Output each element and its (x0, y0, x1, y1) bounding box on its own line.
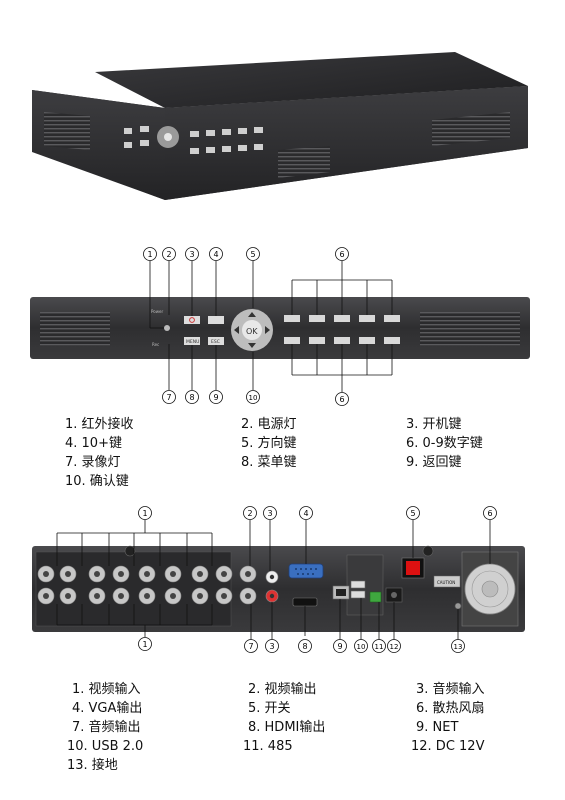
svg-text:7: 7 (248, 642, 253, 651)
legend-item: 8. HDMI输出 (248, 720, 326, 735)
svg-text:MENU: MENU (186, 339, 199, 345)
svg-text:4: 4 (303, 509, 308, 518)
front-callouts: 1 2 3 4 5 6 7 8 9 10 6 (143, 247, 349, 406)
legend-item: 2. 视频输出 (248, 682, 317, 697)
legend-item: 5. 开关 (248, 701, 291, 716)
svg-text:12: 12 (390, 643, 399, 651)
legend-item: 1. 视频输入 (72, 682, 141, 697)
legend-item: 3. 音频输入 (416, 682, 485, 697)
svg-text:13: 13 (454, 643, 463, 651)
front-vent-left (44, 112, 90, 150)
esc-key[interactable] (208, 337, 224, 345)
legend-item: 2. 电源灯 (241, 417, 297, 432)
legend-item: 9. NET (416, 720, 459, 735)
usb-port-top (350, 580, 366, 589)
dvr-top-surface (95, 52, 528, 108)
front-vent-left (40, 312, 110, 346)
svg-text:5: 5 (250, 250, 255, 259)
dvr-3d-view (32, 52, 528, 200)
legend-item: 8. 菜单键 (241, 455, 297, 470)
legend-item: 4. 10+键 (65, 436, 122, 451)
svg-text:10: 10 (357, 643, 366, 651)
rear-callout-lines (56, 520, 491, 640)
svg-text:9: 9 (337, 642, 342, 651)
front-vent-right (420, 312, 520, 346)
svg-text:3: 3 (189, 250, 194, 259)
legend-item: 6. 0-9数字键 (406, 436, 483, 451)
svg-text:4: 4 (213, 250, 218, 259)
front-vent-right (432, 112, 510, 146)
ten-plus-key[interactable] (208, 316, 224, 324)
legend-item: 10. 确认键 (65, 474, 129, 489)
svg-text:6: 6 (339, 395, 344, 404)
svg-text:6: 6 (487, 509, 492, 518)
svg-text:8: 8 (189, 393, 194, 402)
front-panel: Power Rec MENU ESC OK (30, 247, 530, 406)
legend-item: 13. 接地 (67, 758, 118, 773)
legend-item: 4. VGA输出 (72, 701, 143, 716)
usb-port-bottom (350, 590, 366, 599)
ground-screw (454, 602, 462, 610)
svg-text:5: 5 (410, 509, 415, 518)
svg-text:7: 7 (166, 393, 171, 402)
caution-label (433, 575, 461, 588)
legend-item: 6. 散热风扇 (416, 701, 485, 716)
rear-panel: CAUTION (32, 506, 525, 653)
vga-port (288, 563, 324, 579)
legend-item: 9. 返回键 (406, 455, 462, 470)
rs485-terminal (369, 591, 382, 603)
svg-text:2: 2 (247, 509, 252, 518)
legend-item: 11. 485 (243, 739, 293, 754)
svg-text:8: 8 (302, 642, 307, 651)
svg-text:10: 10 (249, 394, 258, 402)
svg-text:ESC: ESC (211, 339, 220, 345)
svg-text:1: 1 (142, 640, 147, 649)
front-callout-lines (149, 261, 393, 392)
svg-text:CAUTION: CAUTION (437, 580, 455, 585)
dvr-front-face (165, 86, 528, 200)
svg-text:6: 6 (339, 250, 344, 259)
svg-text:3: 3 (267, 509, 272, 518)
front-vent-mid (278, 146, 330, 178)
legend-item: 12. DC 12V (411, 739, 485, 754)
menu-key[interactable] (184, 337, 200, 345)
rear-screw (124, 545, 136, 557)
video-output-bnc (239, 565, 257, 605)
power-key[interactable] (184, 316, 200, 324)
hdmi-port (292, 597, 318, 607)
legend-item: 10. USB 2.0 (67, 739, 144, 754)
rec-led-label: Rec (152, 342, 159, 347)
legend-item: 7. 录像灯 (65, 455, 121, 470)
ok-button[interactable] (242, 320, 262, 340)
legend-item: 3. 开机键 (406, 417, 462, 432)
legend-item: 1. 红外接收 (65, 417, 134, 432)
video-input-bnc-row (37, 565, 233, 605)
front-panel-body (30, 297, 530, 359)
numeric-keys (284, 315, 400, 344)
svg-text:11: 11 (375, 643, 384, 651)
svg-text:OK: OK (246, 327, 258, 336)
rear-callouts: 1 2 3 4 5 6 1 7 3 8 9 10 11 12 (138, 506, 497, 653)
dvr-3d-buttons (124, 126, 263, 154)
svg-text:3: 3 (269, 642, 274, 651)
svg-text:1: 1 (142, 509, 147, 518)
svg-text:1: 1 (147, 250, 152, 259)
legend-item: 5. 方向键 (241, 436, 297, 451)
cooling-fan (461, 551, 519, 627)
svg-text:2: 2 (166, 250, 171, 259)
legend-item: 7. 音频输出 (72, 720, 141, 735)
power-led-label: Power (151, 309, 163, 314)
svg-text:9: 9 (213, 393, 218, 402)
ir-receiver (164, 325, 170, 331)
